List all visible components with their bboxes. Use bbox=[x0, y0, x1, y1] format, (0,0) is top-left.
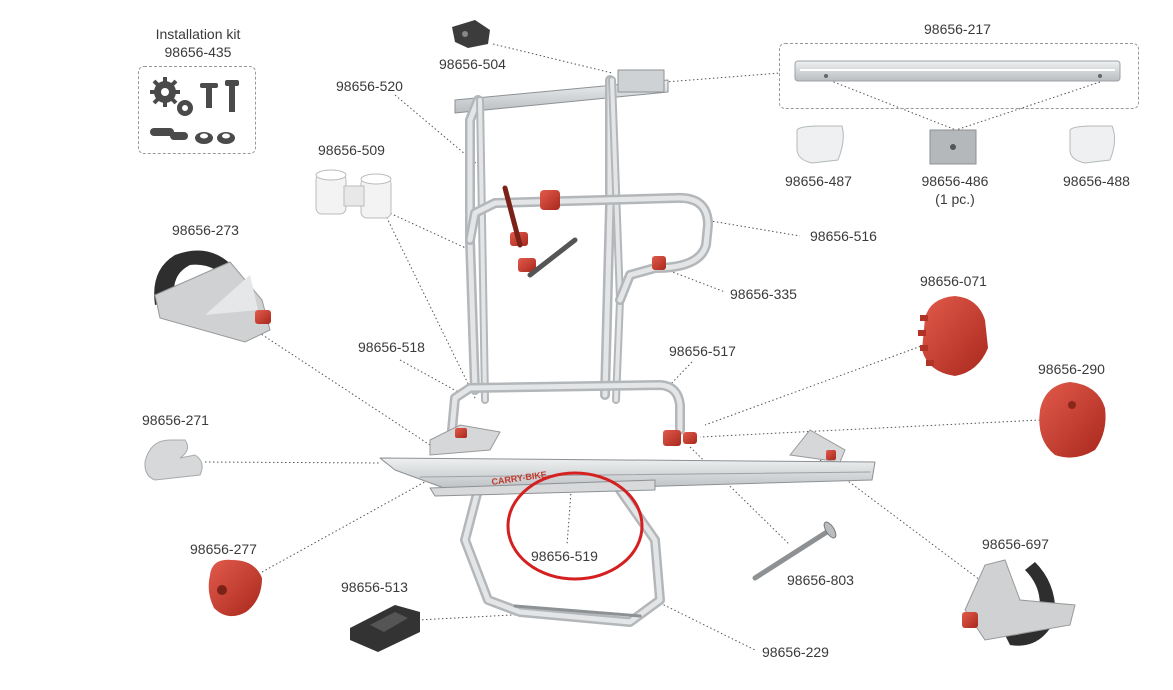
part-label-98656-513: 98656-513 bbox=[341, 579, 408, 595]
part-label-98656-803: 98656-803 bbox=[787, 572, 854, 588]
part-label-98656-229: 98656-229 bbox=[762, 644, 829, 660]
frame-clamps bbox=[429, 185, 846, 463]
knob-290 bbox=[1039, 382, 1106, 458]
rail-217 bbox=[794, 60, 1121, 82]
part-label-98656-520: 98656-520 bbox=[336, 78, 403, 94]
part-label-98656-290: 98656-290 bbox=[1038, 361, 1105, 377]
part-label-98656-504: 98656-504 bbox=[439, 56, 506, 72]
part-label-98656-488: 98656-488 bbox=[1063, 173, 1130, 189]
knob-277 bbox=[208, 559, 262, 617]
part-271 bbox=[144, 439, 203, 481]
holder-509 bbox=[315, 169, 392, 219]
wheel-holder-697 bbox=[962, 559, 1076, 646]
rail-assembly-box bbox=[779, 43, 1139, 109]
end-cap-488 bbox=[1069, 125, 1116, 164]
highlight-circle bbox=[506, 471, 644, 581]
part-label-98656-071: 98656-071 bbox=[920, 273, 987, 289]
end-cap-487 bbox=[796, 125, 844, 164]
part-quantity-note: (1 pc.) bbox=[935, 191, 975, 207]
part-label-98656-217: 98656-217 bbox=[924, 21, 991, 37]
installation-kit-title: Installation kit 98656-435 bbox=[155, 26, 241, 60]
part-label-98656-277: 98656-277 bbox=[190, 541, 257, 557]
part-label-98656-697: 98656-697 bbox=[982, 536, 1049, 552]
wheel-holder-273 bbox=[154, 250, 271, 343]
part-label-98656-518: 98656-518 bbox=[358, 339, 425, 355]
part-label-98656-486: 98656-486 bbox=[921, 173, 989, 189]
bike-carrier-frame bbox=[379, 69, 876, 627]
gear-knob-071 bbox=[918, 296, 988, 376]
holder-513 bbox=[350, 605, 420, 652]
bolt-803 bbox=[752, 521, 837, 581]
installation-kit-icons bbox=[150, 77, 239, 144]
part-label-98656-271: 98656-271 bbox=[142, 412, 209, 428]
part-label-98656-273: 98656-273 bbox=[172, 222, 239, 238]
part-label-98656-335: 98656-335 bbox=[730, 286, 797, 302]
part-label-98656-519: 98656-519 bbox=[531, 548, 598, 564]
installation-kit-box bbox=[138, 66, 256, 154]
part-label-98656-517: 98656-517 bbox=[669, 343, 736, 359]
part-label-98656-509: 98656-509 bbox=[318, 142, 385, 158]
part-label-98656-516: 98656-516 bbox=[810, 228, 877, 244]
bracket-504 bbox=[452, 20, 490, 48]
part-label-98656-487: 98656-487 bbox=[785, 173, 852, 189]
